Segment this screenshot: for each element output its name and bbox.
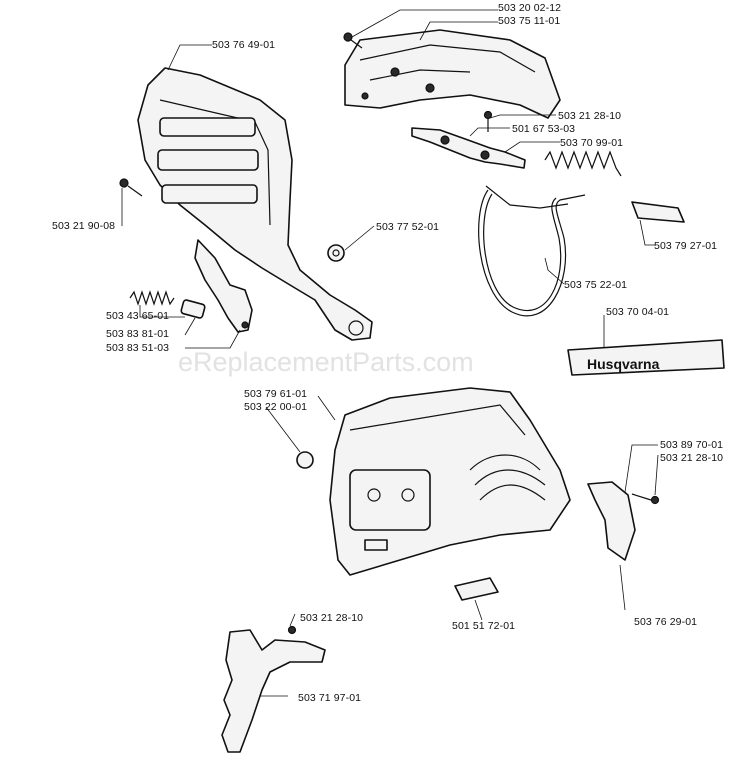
- band-503-75-22-01[interactable]: [478, 185, 586, 317]
- spring-503-70-99-01[interactable]: [544, 150, 622, 177]
- spike-503-71-97-01[interactable]: [221, 629, 326, 753]
- label-503-89-70-01[interactable]: 503 89 70-01: [660, 439, 724, 451]
- part-503-75-11-01[interactable]: [344, 29, 561, 119]
- label-503-83-81-01[interactable]: 503 83 81-01: [106, 328, 170, 340]
- sleeve-503-83-81-01[interactable]: [180, 299, 206, 319]
- nut-503-77-52-01[interactable]: [327, 244, 345, 262]
- label-501-67-53-03[interactable]: 501 67 53-03: [512, 123, 576, 135]
- label-503-70-99-01[interactable]: 503 70 99-01: [560, 137, 624, 149]
- label-501-51-72-01[interactable]: 501 51 72-01: [452, 620, 516, 632]
- label-503-22-00-01[interactable]: 503 22 00-01: [244, 401, 308, 413]
- part-503-83-51-03[interactable]: [194, 239, 253, 333]
- label-503-21-90-08[interactable]: 503 21 90-08: [52, 220, 116, 232]
- screw-503-21-90-08[interactable]: [119, 178, 143, 197]
- label-503-70-04-01[interactable]: 503 70 04-01: [606, 306, 670, 318]
- leader-lines: [121, 9, 659, 697]
- part-501-67-53-03[interactable]: [411, 127, 526, 169]
- screw-503-21-28-10-b[interactable]: [631, 493, 660, 505]
- part-503-79-27-01[interactable]: [631, 201, 685, 223]
- part-503-76-49-01[interactable]: [137, 67, 373, 341]
- label-503-79-61-01[interactable]: 503 79 61-01: [244, 388, 308, 400]
- deflector-503-76-29-01[interactable]: [587, 481, 636, 561]
- label-503-83-51-03[interactable]: 503 83 51-03: [106, 342, 170, 354]
- label-503-21-28-10-a[interactable]: 503 21 28-10: [558, 110, 622, 122]
- label-503-20-02-12[interactable]: 503 20 02-12: [498, 2, 562, 14]
- label-503-21-28-10-c[interactable]: 503 21 28-10: [300, 612, 364, 624]
- label-503-21-28-10-b[interactable]: 503 21 28-10: [660, 452, 724, 464]
- label-503-75-22-01[interactable]: 503 75 22-01: [564, 279, 628, 291]
- spring-503-43-65-01[interactable]: [129, 290, 175, 306]
- label-503-79-27-01[interactable]: 503 79 27-01: [654, 240, 718, 252]
- label-503-76-29-01[interactable]: 503 76 29-01: [634, 616, 698, 628]
- decal-503-70-04-01[interactable]: [567, 339, 725, 376]
- screw-503-21-28-10-a[interactable]: [483, 110, 493, 133]
- cover-503-79-61-01[interactable]: [329, 387, 571, 576]
- watermark: eReplacementParts.com: [178, 347, 474, 377]
- nut-503-22-00-01[interactable]: [296, 451, 314, 469]
- label-503-43-65-01[interactable]: 503 43 65-01: [106, 310, 170, 322]
- screw-503-21-28-10-c[interactable]: [287, 625, 297, 635]
- brand-decal-text: Husqvarna: [587, 356, 660, 372]
- label-503-71-97-01[interactable]: 503 71 97-01: [298, 692, 362, 704]
- label-503-75-11-01[interactable]: 503 75 11-01: [498, 15, 561, 27]
- plate-501-51-72-01[interactable]: [454, 577, 499, 601]
- label-503-76-49-01[interactable]: 503 76 49-01: [212, 39, 276, 51]
- label-503-77-52-01[interactable]: 503 77 52-01: [376, 221, 440, 233]
